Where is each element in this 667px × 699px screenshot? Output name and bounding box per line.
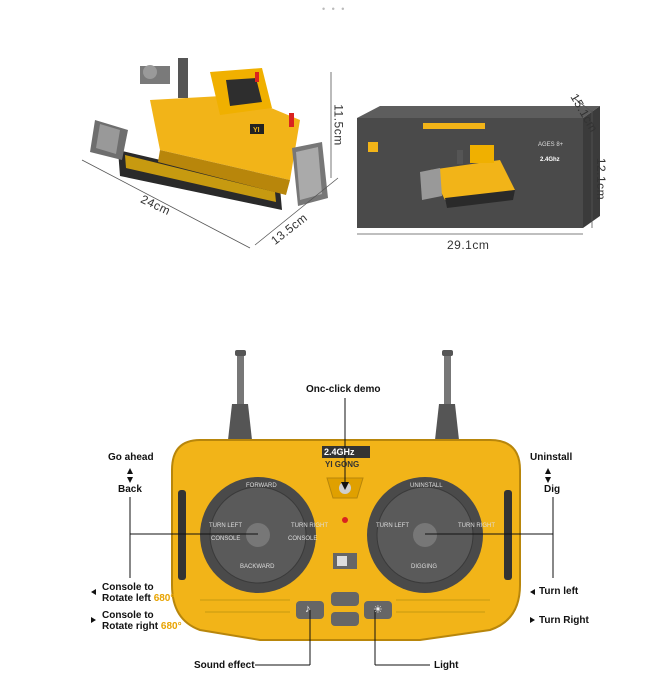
turn-right-callout: Turn Right	[539, 615, 589, 626]
console-left-degrees: 680°	[153, 593, 175, 604]
left-stick-up-label: FORWARD	[246, 483, 277, 489]
console-right-line1: Console to	[102, 610, 154, 621]
console-left-line2: Rotate left 680°	[102, 593, 174, 604]
console-right-line2: Rotate right 680°	[102, 621, 182, 632]
box-freq-label: 2.4Ghz	[540, 157, 560, 163]
light-callout: Light	[434, 660, 459, 671]
remote-brand-label: YI GONG	[325, 460, 360, 469]
blade-label: YI	[253, 127, 260, 134]
page-indicator-dots: • • •	[322, 4, 347, 14]
left-stick-right-sub: CONSOLE	[288, 536, 317, 542]
bulldozer-height-dim: 11.5cm	[331, 104, 346, 146]
left-stick-left-sub: CONSOLE	[211, 536, 240, 542]
dig-callout: Dig	[544, 484, 561, 495]
uninstall-callout: Uninstall	[530, 452, 573, 463]
box-ages-label: AGES 8+	[538, 142, 564, 148]
sound-icon: ♪	[305, 603, 311, 615]
light-icon: ☀	[373, 604, 383, 616]
console-right-callout: Console to Rotate right 680°	[102, 610, 182, 632]
remote-freq-label: 2.4GHz	[324, 447, 355, 457]
console-right-text: Rotate right	[102, 621, 159, 632]
box-image	[357, 106, 600, 228]
right-stick-right-label: TURN RIGHT	[458, 523, 495, 529]
box-width-dim: 29.1cm	[447, 238, 490, 252]
console-left-text: Rotate left	[102, 593, 151, 604]
left-stick-left-label: TURN LEFT	[209, 523, 242, 529]
turn-left-callout: Turn left	[539, 586, 579, 597]
left-stick-down-label: BACKWARD	[240, 564, 275, 570]
remote-controller	[171, 350, 521, 641]
go-ahead-callout: Go ahead	[108, 452, 154, 463]
left-stick-right-label: TURN RIGHT	[291, 523, 328, 529]
bulldozer-image: YI	[90, 58, 328, 210]
console-left-line1: Console to	[102, 582, 154, 593]
demo-callout: Onc-click demo	[306, 384, 381, 395]
right-stick-left-label: TURN LEFT	[376, 523, 409, 529]
console-right-degrees: 680°	[160, 621, 182, 632]
right-stick-up-label: UNINSTALL	[410, 483, 443, 489]
box-height-dim: 12.1cm	[594, 157, 609, 201]
right-stick-down-label: DIGGING	[411, 564, 437, 570]
console-left-callout: Console to Rotate left 680°	[102, 582, 174, 604]
sound-effect-callout: Sound effect	[194, 660, 255, 671]
back-callout: Back	[118, 484, 142, 495]
